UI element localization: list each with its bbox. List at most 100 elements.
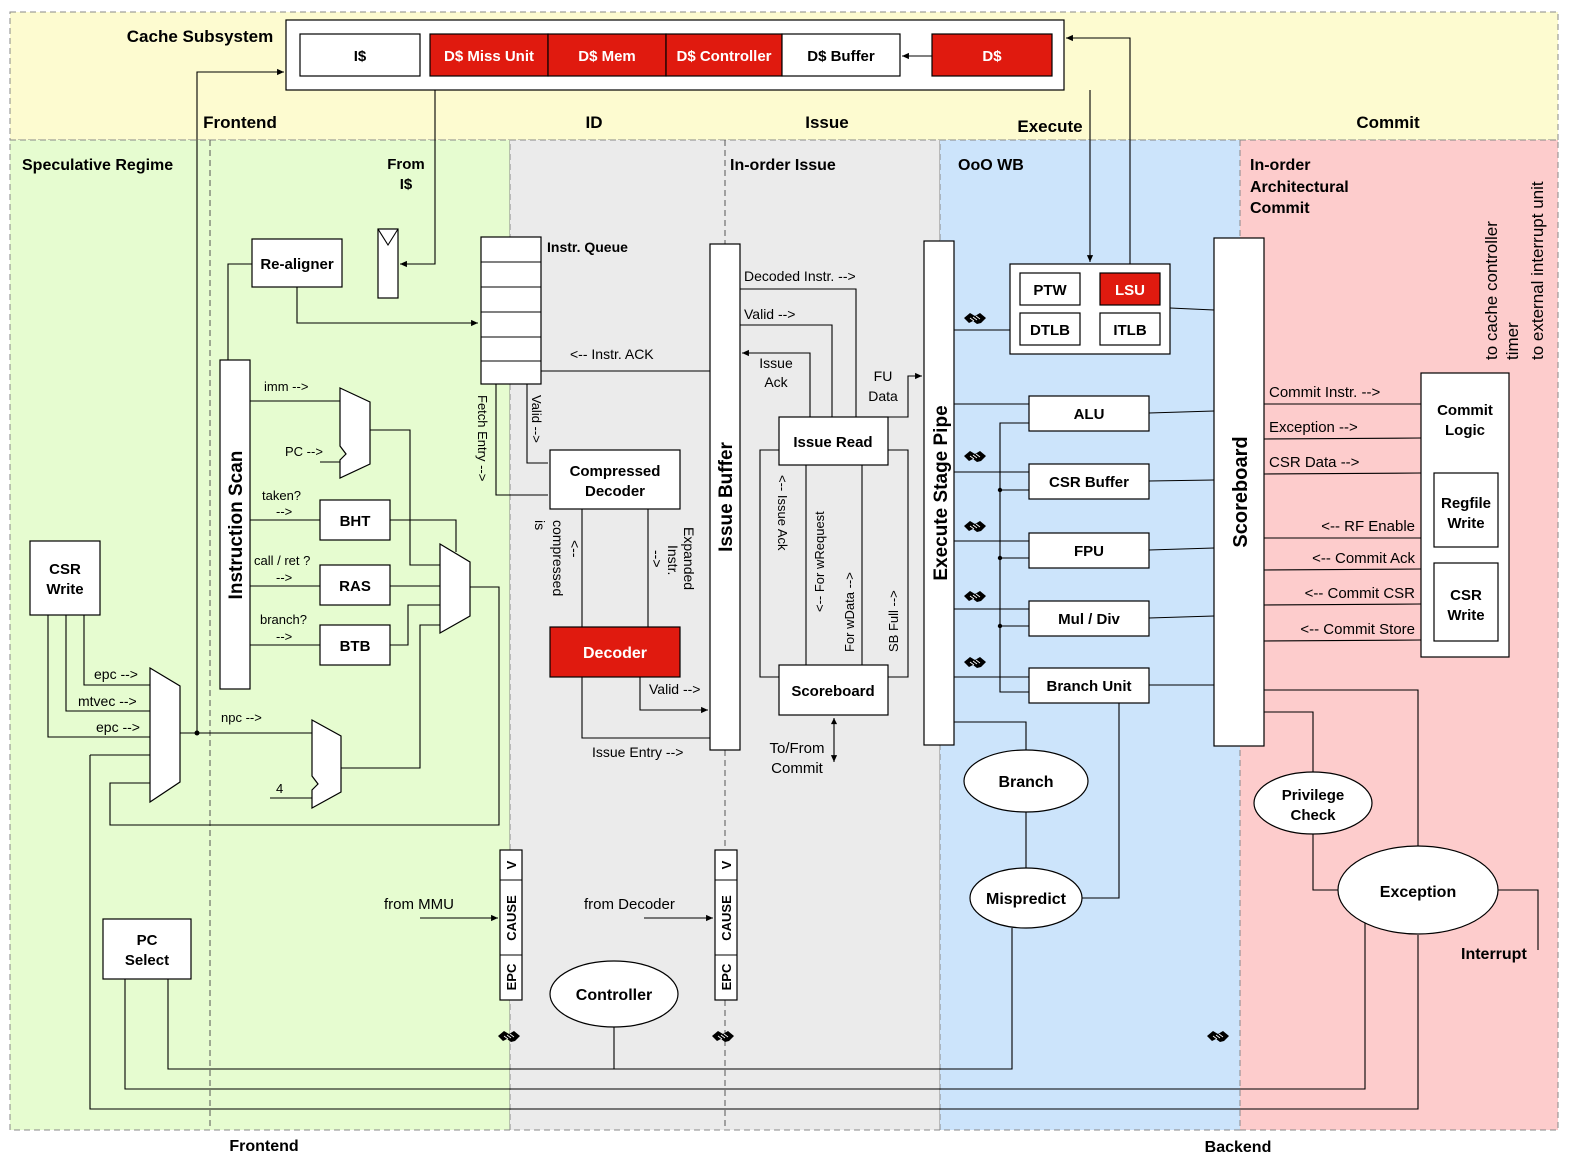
btb-label: BTB (340, 638, 371, 655)
ooo-wb-label: OoO WB (958, 157, 1024, 174)
fpu-label: FPU (1074, 543, 1104, 560)
commit-csr-write-box[interactable] (1433, 562, 1499, 642)
speculative-regime-label: Speculative Regime (22, 157, 173, 174)
exception-register-id: V CAUSE EPC (499, 849, 523, 1001)
to-from-commit-label-2: Commit (771, 760, 823, 777)
issue-valid-label: Valid --> (744, 306, 795, 322)
alu-label: ALU (1074, 406, 1105, 423)
commit-csr-label: <-- Commit CSR (1305, 585, 1416, 602)
stage-execute: Execute (1017, 117, 1082, 136)
dcache-buffer[interactable] (781, 33, 901, 77)
dtlb-box[interactable] (1019, 312, 1081, 346)
issue-ack-label-1: Issue (759, 355, 793, 371)
exc-epc-label-1: EPC (504, 963, 519, 990)
exception-node-label: Exception (1380, 884, 1456, 901)
regfile-write-label-2: Write (1447, 515, 1484, 532)
exc-cause-label-2: CAUSE (719, 895, 734, 941)
expanded-label-2: Instr. (665, 545, 681, 575)
issue-buffer-box[interactable] (709, 243, 741, 751)
compressed-decoder-label-1: Compressed (570, 463, 661, 480)
issue-entry-label: Issue Entry --> (592, 744, 683, 760)
branch-label-2: --> (276, 629, 292, 644)
commit-ack-label: <-- Commit Ack (1312, 550, 1415, 567)
commit-csr-write-label-2: Write (1447, 607, 1484, 624)
decoder-box[interactable] (549, 626, 681, 678)
btb-box[interactable] (319, 624, 391, 666)
compressed-decoder-box[interactable] (549, 449, 681, 510)
itlb-label: ITLB (1113, 322, 1146, 339)
commit-store-label: <-- Commit Store (1300, 621, 1415, 638)
adder-npc (311, 718, 342, 810)
npc-label: npc --> (221, 710, 262, 725)
ptw-box[interactable] (1019, 272, 1081, 306)
prediction-mux (439, 542, 471, 635)
callret-label-1: call / ret ? (254, 553, 310, 568)
to-interrupt-unit-label: to external interrupt unit (1528, 181, 1547, 360)
valid-label-2: Valid --> (649, 681, 700, 697)
from-decoder-label: from Decoder (584, 896, 675, 913)
issue-read-box[interactable] (778, 416, 889, 466)
pc-select-label-1: PC (137, 932, 158, 949)
itlb-box[interactable] (1099, 312, 1161, 346)
dcache-controller[interactable] (665, 33, 783, 77)
sb-full-label: SB Full --> (886, 590, 901, 652)
imm-label: imm --> (264, 379, 308, 394)
stage-commit: Commit (1356, 113, 1420, 132)
dcache-mem-label: D$ Mem (578, 48, 636, 65)
stage-issue: Issue (805, 113, 848, 132)
instr-queue-label: Instr. Queue (547, 239, 628, 255)
fpu-box[interactable] (1028, 532, 1150, 569)
bht-box[interactable] (319, 499, 391, 541)
issue-ack-v-label: <-- Issue Ack (775, 475, 790, 551)
dcache[interactable] (931, 33, 1053, 77)
csr-buffer-label: CSR Buffer (1049, 474, 1129, 491)
fetch-fifo (377, 228, 399, 299)
adder-branch (339, 387, 371, 479)
callret-label-2: --> (276, 570, 292, 585)
csr-data-label: CSR Data --> (1269, 454, 1360, 471)
epc-label-2: epc --> (96, 719, 140, 735)
taken-label-1: taken? (262, 488, 301, 503)
controller-label: Controller (576, 987, 652, 1004)
execute-stage-pipe-box[interactable] (923, 240, 955, 746)
instruction-scan-box[interactable] (219, 359, 251, 690)
frontend-csr-write-label-1: CSR (49, 561, 81, 578)
dcache-controller-label: D$ Controller (676, 48, 771, 65)
valid-down-label: Valid --> (529, 395, 544, 443)
from-icache-label-1: From (387, 156, 425, 173)
alu-box[interactable] (1028, 395, 1150, 432)
lsu-box[interactable] (1099, 272, 1161, 306)
mtvec-label: mtvec --> (78, 693, 137, 709)
branch-unit-box[interactable] (1028, 667, 1150, 704)
dcache-label: D$ (982, 48, 1002, 65)
expanded-label-3: --> (649, 550, 665, 568)
exc-v-label-1: V (504, 860, 519, 869)
pc-select-box[interactable] (102, 918, 192, 980)
icache-box[interactable] (299, 33, 421, 77)
branch-label-1: branch? (260, 612, 307, 627)
regfile-write-box[interactable] (1433, 472, 1499, 548)
instr-queue-box[interactable] (480, 236, 542, 385)
realigner-box[interactable] (251, 238, 343, 288)
expanded-label-1: Expanded (681, 527, 697, 590)
ptw-label: PTW (1033, 282, 1067, 299)
is-compressed-label-1: is (532, 520, 548, 530)
muldiv-box[interactable] (1028, 600, 1150, 637)
issue-scoreboard-box[interactable] (778, 664, 889, 716)
exc-epc-label-2: EPC (719, 963, 734, 990)
commit-scoreboard-box[interactable] (1213, 237, 1265, 747)
dcache-miss-unit-label: D$ Miss Unit (444, 48, 534, 65)
exception-arrow-label: Exception --> (1269, 419, 1358, 436)
bottom-frontend-label: Frontend (229, 1138, 298, 1155)
ras-label: RAS (339, 578, 371, 595)
timer-label: timer (1503, 322, 1522, 360)
cache-subsystem-title: Cache Subsystem (127, 27, 273, 46)
csr-buffer-box[interactable] (1028, 463, 1150, 500)
decoded-instr-label: Decoded Instr. --> (744, 268, 856, 284)
in-order-issue-label: In-order Issue (730, 157, 836, 174)
branch-unit-label: Branch Unit (1046, 678, 1131, 695)
frontend-csr-write-box[interactable] (29, 540, 101, 616)
ras-box[interactable] (319, 564, 391, 606)
fu-data-label-2: Data (868, 388, 898, 404)
